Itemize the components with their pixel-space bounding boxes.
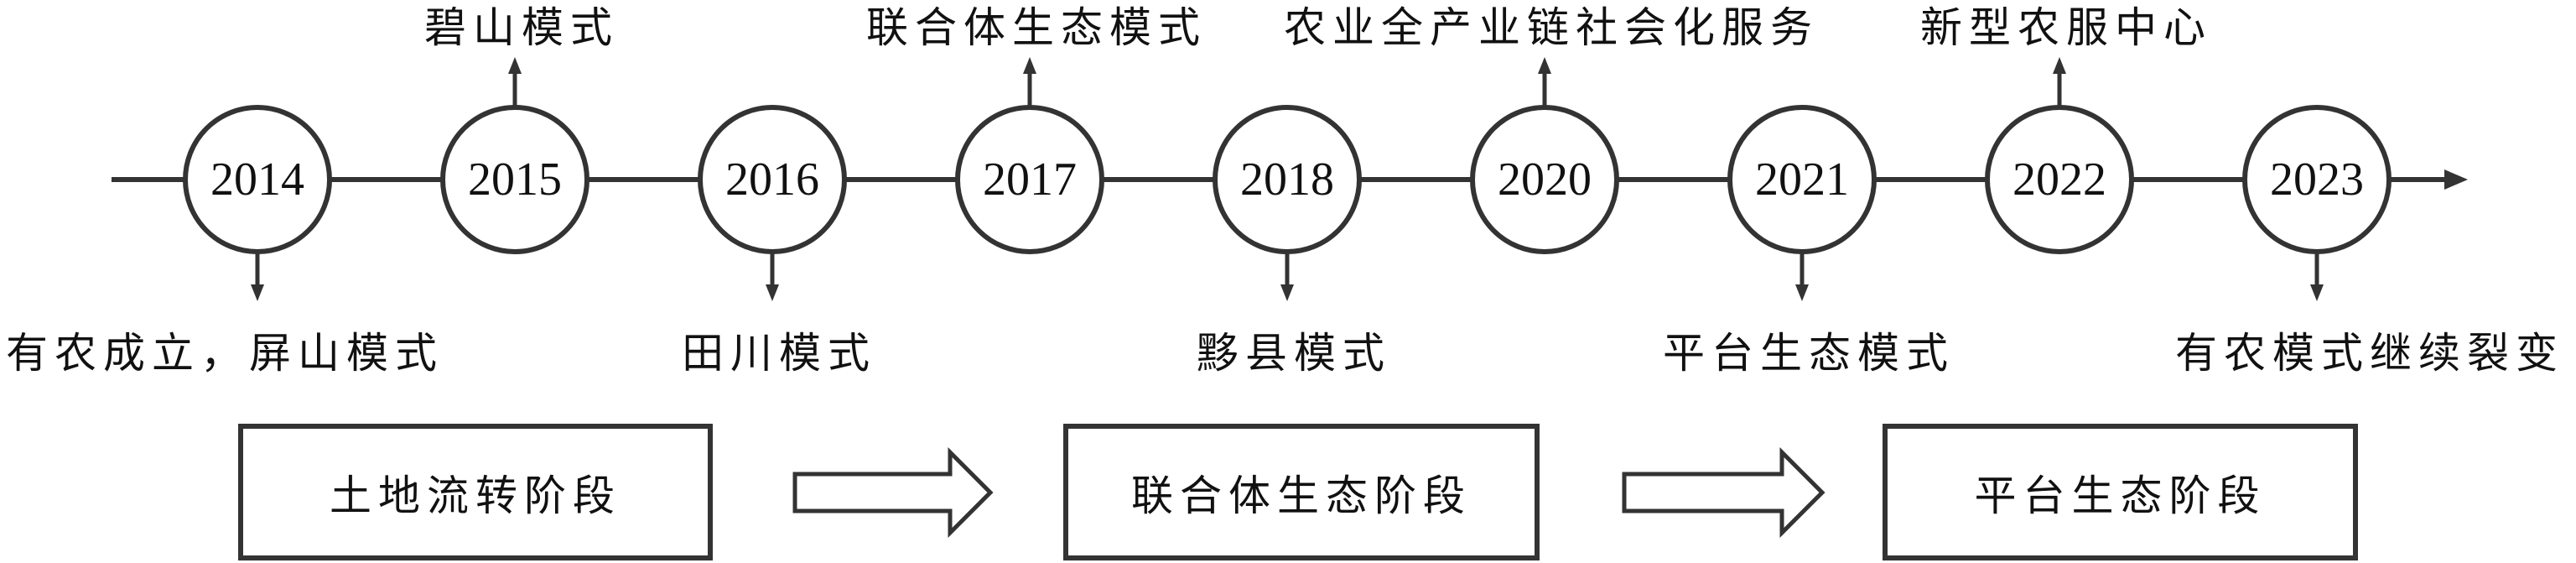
timeline-node-2022 xyxy=(1985,57,2134,254)
stage-label: 联合体生态阶段 xyxy=(1131,471,1472,520)
event-label: 有农成立，屏山模式 xyxy=(6,329,444,378)
stage-label: 土地流转阶段 xyxy=(330,471,621,520)
stage-label: 平台生态阶段 xyxy=(1974,471,2267,520)
timeline-node-2020 xyxy=(1470,57,1619,254)
year-label: 2015 xyxy=(468,154,562,206)
hollow-arrow-icon xyxy=(792,446,994,539)
event-label: 新型农服中心 xyxy=(1920,3,2212,52)
timeline-node-2015 xyxy=(440,57,589,254)
arrow-down-icon xyxy=(1795,284,1809,301)
year-label: 2022 xyxy=(2012,154,2106,206)
arrow-down-icon xyxy=(2310,284,2324,301)
year-label: 2021 xyxy=(1755,154,1849,206)
event-label: 黟县模式 xyxy=(1197,329,1391,378)
timeline-node-2017 xyxy=(955,57,1104,254)
timeline-node-2014 xyxy=(183,105,332,301)
arrow-down-icon xyxy=(251,284,264,301)
year-label: 2014 xyxy=(210,154,304,206)
event-label: 田川模式 xyxy=(682,329,876,378)
arrow-up-icon xyxy=(1023,57,1036,74)
arrow-up-icon xyxy=(1538,57,1551,74)
year-label: 2016 xyxy=(725,154,819,206)
timeline-node-2021 xyxy=(1727,105,1877,301)
axis-arrowhead-icon xyxy=(2444,169,2468,190)
event-label: 平台生态模式 xyxy=(1663,329,1955,378)
timeline-node-2018 xyxy=(1213,105,1362,301)
timeline-node-2023 xyxy=(2242,105,2392,301)
arrow-up-icon xyxy=(2053,57,2066,74)
arrow-up-icon xyxy=(508,57,522,74)
year-label: 2017 xyxy=(983,154,1077,206)
year-label: 2023 xyxy=(2270,154,2364,206)
year-label: 2020 xyxy=(1498,154,1592,206)
stage-box-land-transfer: 土地流转阶段 xyxy=(238,424,713,560)
event-label: 联合体生态模式 xyxy=(866,3,1207,52)
timeline-node-2016 xyxy=(698,105,847,301)
event-label: 农业全产业链社会化服务 xyxy=(1284,3,1819,52)
stage-box-platform: 平台生态阶段 xyxy=(1883,424,2358,560)
event-label: 碧山模式 xyxy=(424,3,619,52)
stage-box-consortium: 联合体生态阶段 xyxy=(1063,424,1540,560)
arrow-down-icon xyxy=(766,284,779,301)
stage-arrows xyxy=(792,446,1826,539)
year-label: 2018 xyxy=(1240,154,1334,206)
arrow-down-icon xyxy=(1280,284,1294,301)
event-label: 有农模式继续裂变 xyxy=(2175,329,2564,378)
hollow-arrow-icon xyxy=(1622,446,1826,539)
